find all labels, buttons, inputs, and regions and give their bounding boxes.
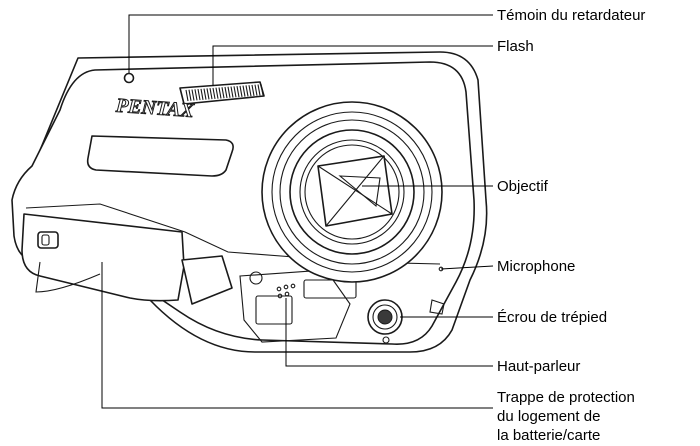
- lens-assembly: [261, 101, 443, 283]
- flash-rib: [197, 88, 201, 101]
- flash-rib: [206, 88, 210, 100]
- bottom-screw: [249, 271, 263, 285]
- battery-card-cover: [21, 213, 185, 302]
- flash-rib: [245, 85, 249, 97]
- flash-rib: [257, 84, 261, 96]
- callout-line: Trappe de protection: [497, 389, 635, 406]
- speaker-hole: [290, 283, 296, 289]
- side-edge: [35, 261, 101, 293]
- leader-speaker: [285, 298, 493, 367]
- flash-rib: [215, 87, 219, 99]
- lock-switch-knob: [41, 234, 50, 246]
- strap-lug: [429, 299, 445, 315]
- bottom-plate-b: [255, 295, 293, 325]
- flash-rib: [221, 87, 225, 99]
- flash-rib: [248, 85, 252, 97]
- callout-tripod-socket: Écrou de trépied: [497, 309, 608, 326]
- callout-line: la batterie/carte: [497, 427, 601, 444]
- callout-battery-card-cover: Trappe de protection du logement de la b…: [497, 388, 635, 445]
- flash-rib: [194, 89, 198, 101]
- flash-rib: [239, 85, 243, 97]
- flash-rib: [200, 88, 204, 100]
- callout-line: du logement de: [497, 408, 601, 425]
- leader-microphone: [440, 265, 494, 270]
- speaker-hole: [284, 291, 290, 297]
- flash-rib: [242, 85, 246, 97]
- flash-rib: [203, 88, 207, 100]
- flash-rib: [218, 87, 222, 99]
- callout-flash: Flash: [497, 38, 534, 55]
- flash-rib: [227, 86, 231, 98]
- lock-switch[interactable]: [37, 231, 59, 249]
- callout-self-timer-lamp: Témoin du retardateur: [497, 7, 646, 24]
- flash-rib: [209, 88, 213, 100]
- callout-speaker: Haut-parleur: [497, 358, 581, 375]
- tripod-socket-core: [377, 309, 393, 325]
- flash-rib: [212, 87, 216, 100]
- callout-lens: Objectif: [497, 178, 548, 195]
- cover-latch: [181, 255, 233, 305]
- flash-rib: [254, 84, 258, 96]
- speaker-hole: [276, 286, 282, 292]
- speaker-hole: [277, 293, 283, 299]
- flash-rib: [191, 89, 195, 101]
- flash-rib: [251, 84, 255, 97]
- flash-rib: [230, 86, 234, 98]
- bottom-screw: [382, 336, 390, 344]
- flash-rib: [260, 84, 264, 96]
- leader-self-timer-lamp: [128, 14, 493, 73]
- flash-rib: [185, 89, 189, 102]
- speaker-hole: [283, 284, 289, 290]
- leader-battery-card-cover: [101, 262, 493, 409]
- flash-rib: [188, 89, 192, 101]
- leader-flash: [212, 45, 493, 86]
- self-timer-lamp: [123, 72, 135, 84]
- flash-rib: [236, 85, 240, 98]
- callout-microphone: Microphone: [497, 258, 576, 275]
- finger-grip: [86, 135, 234, 177]
- flash-rib: [233, 86, 237, 98]
- flash-window: [179, 81, 265, 105]
- flash-rib: [224, 86, 228, 99]
- tripod-socket-mid: [372, 304, 398, 330]
